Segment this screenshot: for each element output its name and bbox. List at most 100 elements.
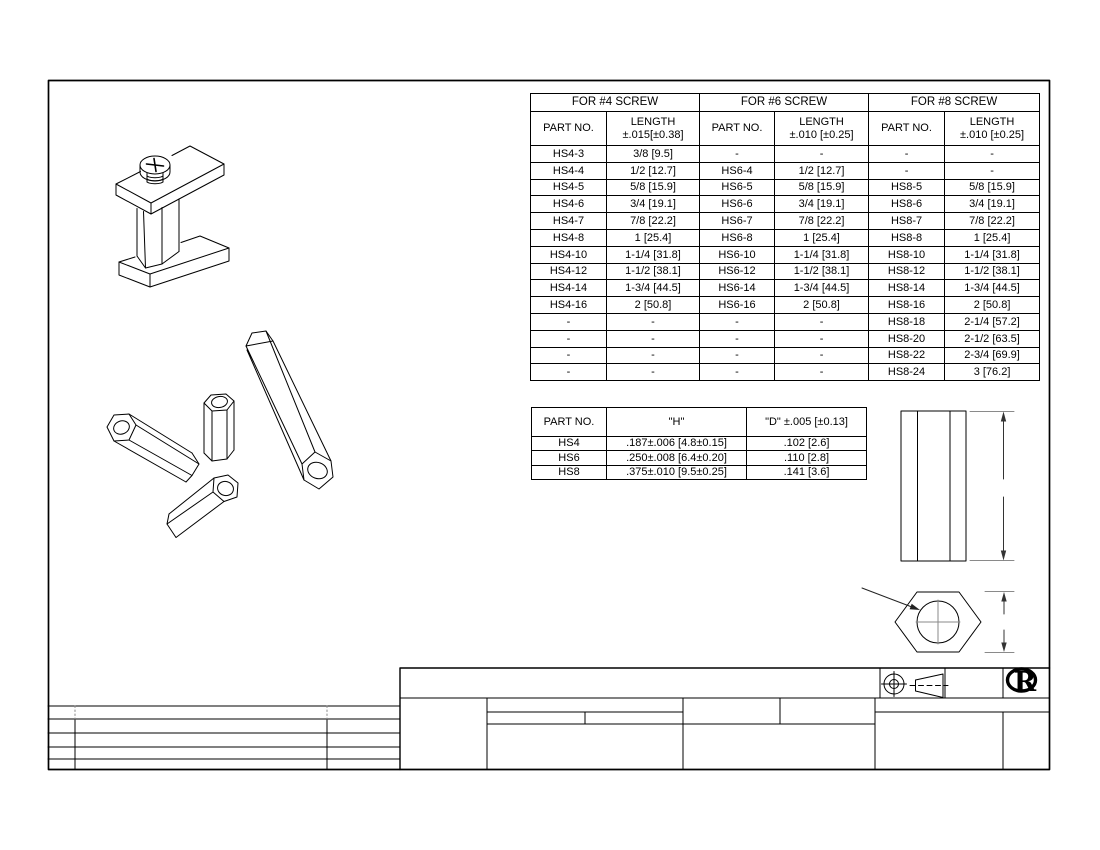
tolerance-label: ±.010 [±0.25] [960,128,1025,141]
column-header: PART NO. [699,111,776,146]
column-header-row: PART NO. LENGTH ±.015[±0.38] PART NO. LE… [530,111,1041,146]
loose-standoffs-drawing [107,331,333,538]
table-cell: 7/8 [22.2] [605,212,701,230]
column-header: LENGTH ±.015[±0.38] [605,111,701,146]
logo-letter: R [1014,667,1037,698]
table-cell: - [530,312,607,331]
table-cell: - [699,312,776,331]
table-cell: HS4-14 [530,279,607,298]
table-cell: HS6-12 [699,262,776,281]
table-cell: HS6-4 [699,161,776,180]
table-cell: HS8-14 [868,279,946,298]
table-cell: HS8-20 [868,329,946,348]
table-cell: 1 [25.4] [774,228,870,247]
table-cell: 2-3/4 [69.9] [944,346,1041,365]
column-header: LENGTH ±.010 [±0.25] [944,111,1041,146]
table-row: HS4.187±.006 [4.8±0.15].102 [2.6] [531,435,867,452]
column-header: PART NO. [530,111,607,146]
table-cell: HS8-10 [868,245,946,264]
table-cell: - [774,145,870,163]
table-cell: HS8-6 [868,195,946,214]
table-cell: - [605,346,701,365]
table-cell: HS4-16 [530,296,607,314]
length-label: LENGTH [630,116,676,129]
table-cell: 3/8 [9.5] [605,145,701,163]
column-header: "D" ±.005 [±0.13] [746,407,867,437]
table-cell: 3/4 [19.1] [774,195,870,214]
table-cell: - [530,346,607,365]
column-header: PART NO. [531,407,607,437]
table-cell: HS8-8 [868,228,946,247]
table-cell: HS8-22 [868,346,946,365]
table-cell: - [699,145,776,163]
table-cell: .250±.008 [6.4±0.20] [606,450,747,466]
table-cell: HS4-4 [530,161,607,180]
table-cell: HS8-5 [868,178,946,197]
table-cell: HS6-6 [699,195,776,214]
table-cell: 1 [25.4] [944,228,1041,247]
company-logo-icon: R [1008,667,1037,698]
table-cell: - [605,363,701,382]
table-cell: 2 [50.8] [944,296,1041,314]
table-cell: .375±.010 [9.5±0.25] [606,464,747,480]
table-cell: HS4-7 [530,212,607,230]
table-cell: .141 [3.6] [746,464,867,480]
table-cell: 1 [25.4] [605,228,701,247]
assembly-isometric-drawing [116,146,229,287]
table-cell: - [868,145,946,163]
table-cell: - [699,329,776,348]
title-block [400,668,1050,770]
table-cell: 5/8 [15.9] [944,178,1041,197]
table-cell: HS8-7 [868,212,946,230]
table-cell: 1/2 [12.7] [605,161,701,180]
column-header: LENGTH ±.010 [±0.25] [774,111,870,146]
table-cell: HS6 [531,450,607,466]
group-header-row: FOR #4 SCREW FOR #6 SCREW FOR #8 SCREW [529,93,1041,112]
table-cell: HS6-7 [699,212,776,230]
table-row: HS8.375±.010 [9.5±0.25].141 [3.6] [531,464,867,480]
table-cell: - [699,363,776,382]
table-cell: - [774,346,870,365]
table-cell: 1-1/2 [38.1] [605,262,701,281]
table-cell: HS6-16 [699,296,776,314]
table-cell: .102 [2.6] [746,435,867,452]
table-cell: 5/8 [15.9] [605,178,701,197]
table-cell: - [774,329,870,348]
table-cell: - [944,161,1041,180]
table-cell: HS8 [531,464,607,480]
table-cell: HS4-3 [530,145,607,163]
table-cell: 1-3/4 [44.5] [605,279,701,298]
table-cell: HS4-12 [530,262,607,281]
length-dimension-arrows [1000,411,1007,561]
table-cell: 2 [50.8] [774,296,870,314]
across-flats-dimension-arrows [1001,592,1007,652]
table-cell: 1-3/4 [44.5] [774,279,870,298]
table-cell: - [605,312,701,331]
table-cell: HS6-14 [699,279,776,298]
table-cell: - [530,363,607,382]
table-cell: HS4 [531,435,607,452]
group-header: FOR #8 SCREW [868,93,1041,112]
column-header: "H" [606,407,747,437]
length-label: LENGTH [799,116,844,129]
table-cell: 7/8 [22.2] [774,212,870,230]
standoff-end-view [862,588,1014,653]
screw-length-table: FOR #4 SCREW FOR #6 SCREW FOR #8 SCREW P… [529,93,1041,382]
hole-leader-arrow [862,588,920,610]
table-cell: HS4-5 [530,178,607,197]
table-cell: HS6-5 [699,178,776,197]
table-cell: 7/8 [22.2] [944,212,1041,230]
tolerance-label: ±.015[±0.38] [622,128,684,141]
sheet-border [49,81,1050,770]
table-cell: 1-1/4 [31.8] [774,245,870,264]
